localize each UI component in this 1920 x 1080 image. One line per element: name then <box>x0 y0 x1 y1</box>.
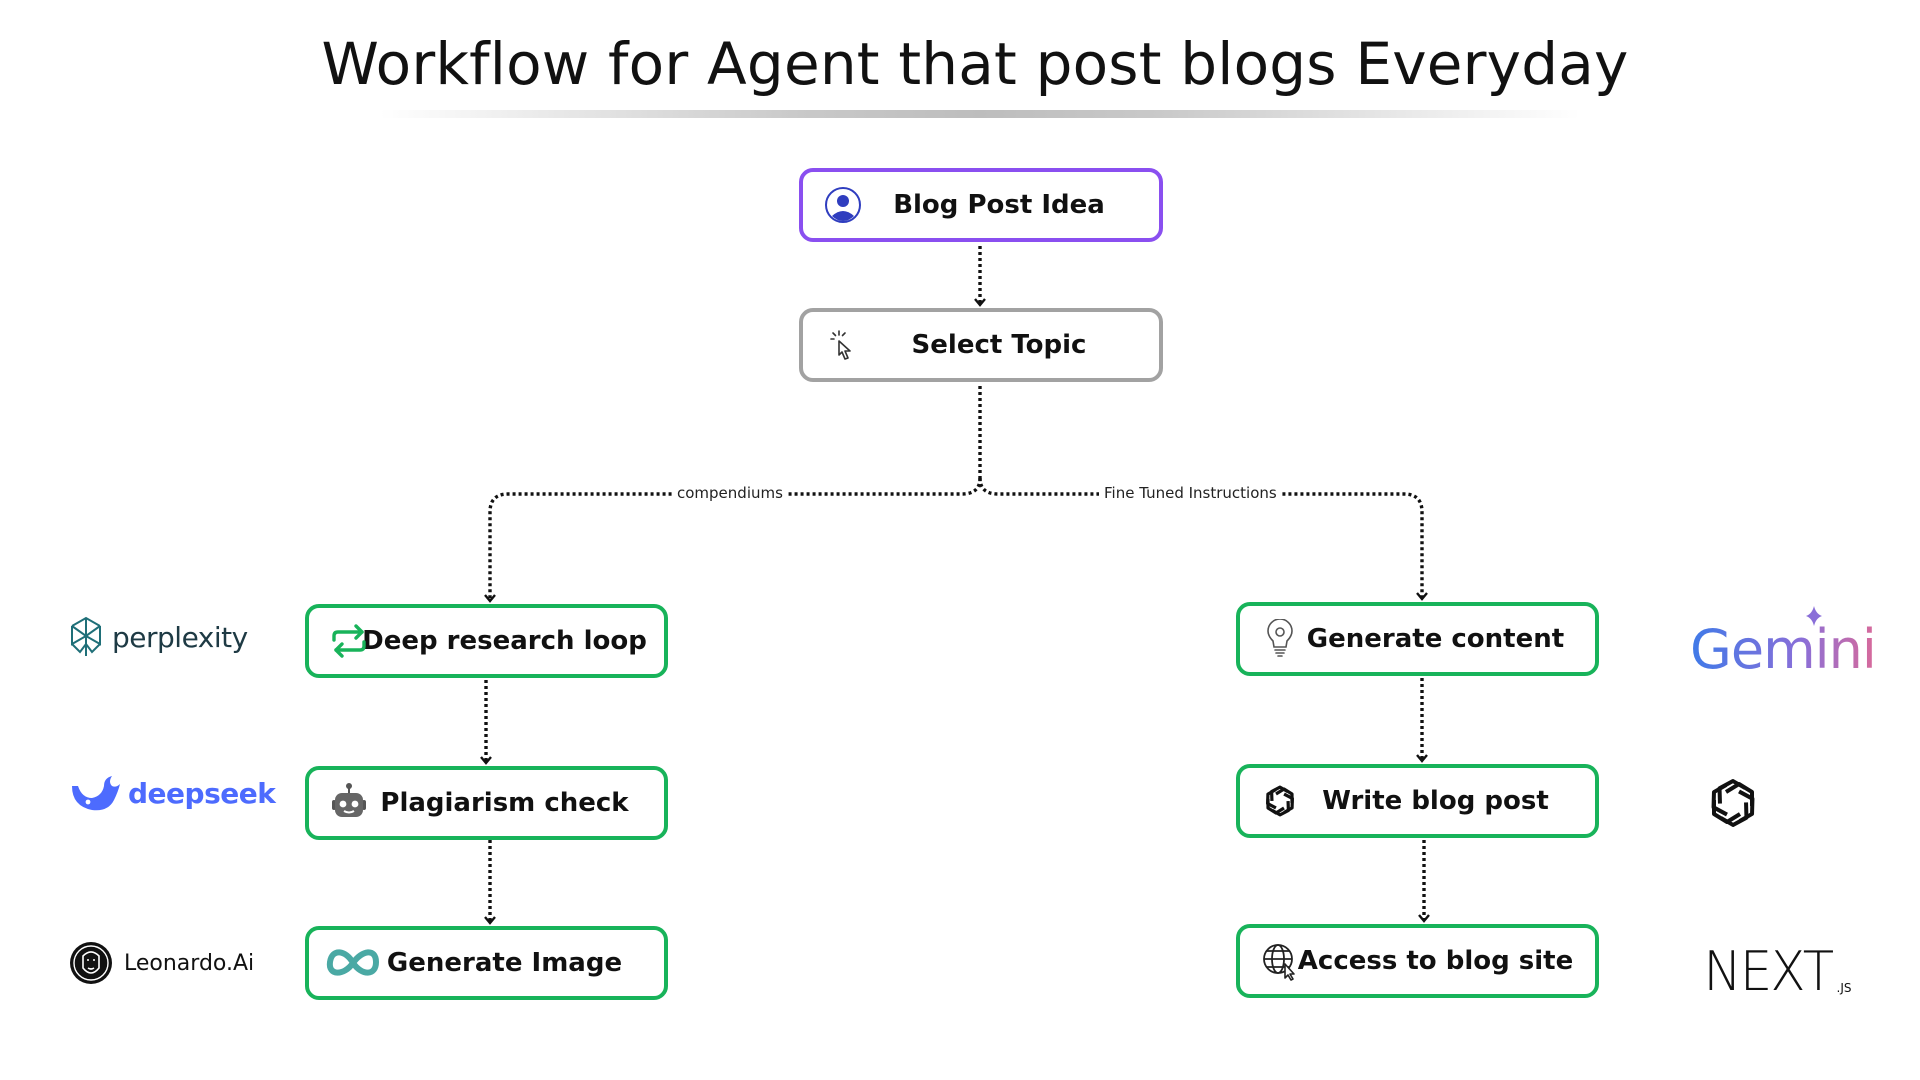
deepseek-whale-icon <box>72 776 120 811</box>
robot-icon <box>327 781 371 825</box>
globe-cursor-icon <box>1258 939 1302 983</box>
node-blog-post-idea[interactable]: Blog Post Idea <box>799 168 1163 242</box>
next-js-suffix: .JS <box>1836 981 1852 995</box>
lightbulb-icon <box>1258 617 1302 661</box>
node-label: Access to blog site <box>1297 946 1574 976</box>
edge-label-compendiums: compendiums <box>672 484 788 502</box>
deepseek-logo: deepseek <box>68 772 276 814</box>
perplexity-logo: perplexity <box>68 616 248 658</box>
node-deep-research-loop[interactable]: Deep research loop <box>305 604 668 678</box>
openai-knot-icon <box>1711 779 1755 827</box>
gemini-wordmark-graphic <box>1806 606 1822 626</box>
next-wordmark: NEXT <box>1703 940 1834 1003</box>
edge-branch-left <box>484 477 982 603</box>
node-plagiarism-check[interactable]: Plagiarism check <box>305 766 668 840</box>
title-underline <box>380 110 1580 118</box>
deepseek-wordmark: deepseek <box>128 776 276 810</box>
node-access-blog-site[interactable]: Access to blog site <box>1236 924 1599 998</box>
edge-branch-right <box>978 477 1428 601</box>
node-label: Plagiarism check <box>380 788 629 818</box>
user-icon <box>821 183 865 227</box>
node-label: Deep research loop <box>362 626 647 656</box>
node-label: Select Topic <box>911 330 1087 360</box>
meta-infinity-icon <box>323 941 383 985</box>
perplexity-icon <box>71 616 101 656</box>
perplexity-wordmark: perplexity <box>112 620 248 654</box>
node-generate-image[interactable]: Generate Image <box>305 926 668 1000</box>
pointer-click-icon <box>821 323 865 367</box>
node-label: Blog Post Idea <box>893 190 1105 220</box>
diagram-title: Workflow for Agent that post blogs Every… <box>321 30 1629 98</box>
node-select-topic[interactable]: Select Topic <box>799 308 1163 382</box>
leonardo-logo: Leonardo.Ai <box>68 940 254 986</box>
gemini-wordmark: Gemini <box>1690 618 1877 681</box>
node-label: Generate content <box>1306 624 1565 654</box>
leonardo-face-icon <box>70 942 112 984</box>
node-label: Write blog post <box>1322 786 1549 816</box>
nextjs-logo: NEXT .JS <box>1700 940 1852 1003</box>
node-generate-content[interactable]: Generate content <box>1236 602 1599 676</box>
leonardo-wordmark: Leonardo.Ai <box>124 950 255 976</box>
edge-label-fine-tuned: Fine Tuned Instructions <box>1099 484 1282 502</box>
openai-logo <box>1702 772 1764 834</box>
openai-icon <box>1258 779 1302 823</box>
node-write-blog-post[interactable]: Write blog post <box>1236 764 1599 838</box>
gemini-logo: Gemini <box>1690 602 1880 681</box>
loop-arrows-icon <box>327 619 371 663</box>
node-label: Generate Image <box>386 948 623 978</box>
